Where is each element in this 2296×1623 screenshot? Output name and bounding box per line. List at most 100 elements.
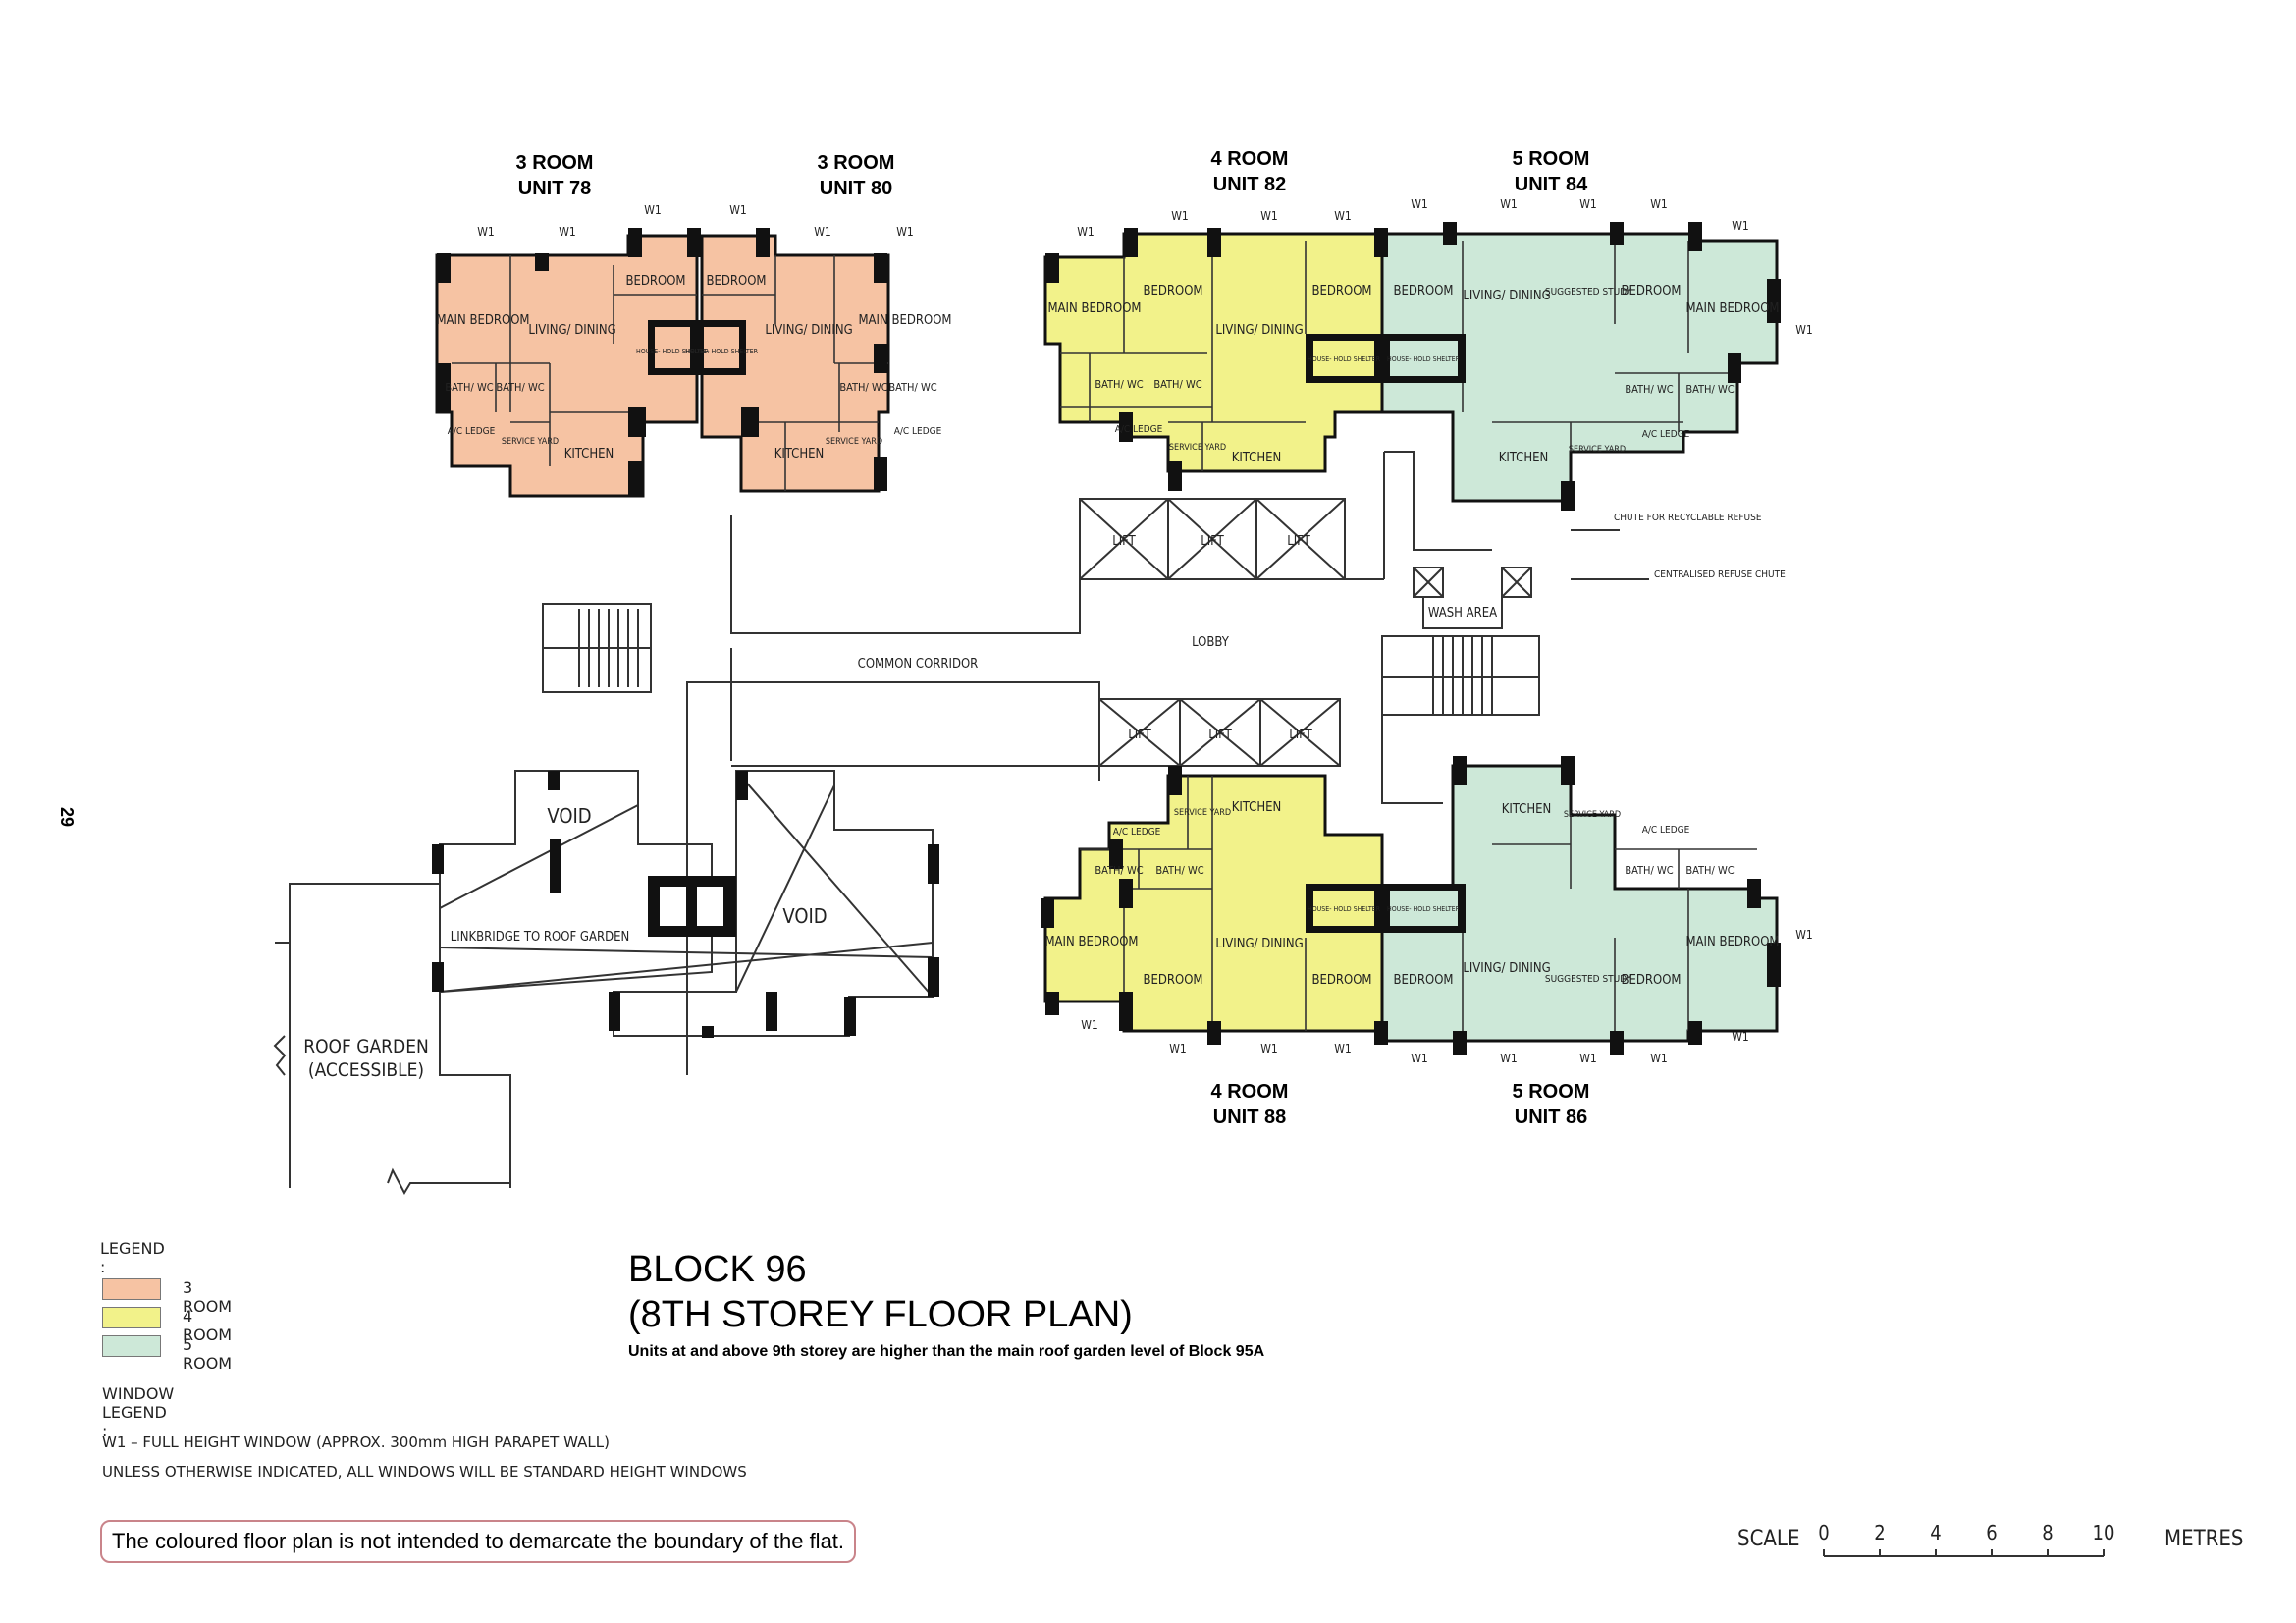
unit-88-type: 4 ROOM bbox=[1211, 1081, 1289, 1103]
unit-86-study: SUGGESTED STUDY bbox=[1545, 974, 1632, 985]
window-tag: W1 bbox=[1795, 323, 1813, 337]
lift-label: LIFT bbox=[1201, 534, 1224, 549]
window-tag: W1 bbox=[1795, 928, 1813, 942]
scale-bar: SCALE 0 2 4 6 8 10 METRES bbox=[1737, 1521, 2244, 1557]
wash-area-label: WASH AREA bbox=[1428, 606, 1497, 621]
unit-80-shelter: HOUSE- HOLD SHELTER bbox=[685, 348, 759, 355]
unit-84-living-dining: LIVING/ DINING bbox=[1463, 289, 1550, 303]
unit-78-kitchen: KITCHEN bbox=[564, 447, 614, 461]
unit-88-bath-1: BATH/ WC bbox=[1095, 864, 1143, 877]
unit-88-bath-2: BATH/ WC bbox=[1155, 864, 1203, 877]
window-tag: W1 bbox=[1650, 1052, 1668, 1065]
unit-86-type: 5 ROOM bbox=[1513, 1081, 1590, 1103]
unit-78-main-bedroom: MAIN BEDROOM bbox=[436, 313, 529, 328]
window-tag: W1 bbox=[896, 225, 914, 239]
unit-80-living-dining: LIVING/ DINING bbox=[765, 323, 852, 338]
unit-88-bedroom-1: BEDROOM bbox=[1143, 973, 1202, 988]
unit-82-main-bedroom: MAIN BEDROOM bbox=[1047, 301, 1141, 316]
window-tag: W1 bbox=[1732, 1030, 1749, 1044]
structural-columns bbox=[432, 222, 1781, 1055]
unit-84-shelter: HOUSE- HOLD SHELTER bbox=[1387, 355, 1461, 363]
household-shelters bbox=[648, 320, 1466, 933]
window-tag: W1 bbox=[1500, 1052, 1518, 1065]
window-tag: W1 bbox=[644, 203, 662, 217]
disclaimer-box: The coloured floor plan is not intended … bbox=[100, 1520, 857, 1563]
window-tag: W1 bbox=[1334, 1042, 1352, 1055]
void-label-1: VOID bbox=[547, 804, 591, 828]
unit-80-type: 3 ROOM bbox=[818, 152, 895, 174]
window-tag: W1 bbox=[1171, 209, 1189, 223]
window-tag: W1 bbox=[1334, 209, 1352, 223]
window-tag: W1 bbox=[1579, 1052, 1597, 1065]
window-legend-title: WINDOW LEGEND : bbox=[102, 1384, 175, 1440]
unit-88-shelter: HOUSE- HOLD SHELTER bbox=[1308, 905, 1381, 913]
floor-plan-title: (8TH STOREY FLOOR PLAN) bbox=[628, 1294, 1133, 1335]
window-legend-line1: W1 – FULL HEIGHT WINDOW (APPROX. 300mm H… bbox=[102, 1434, 610, 1451]
unit-84-study: SUGGESTED STUDY bbox=[1545, 287, 1632, 298]
void-label-2: VOID bbox=[782, 904, 827, 928]
internal-partitions bbox=[452, 241, 1757, 1041]
room-labels: MAIN BEDROOM LIVING/ DINING BEDROOM KITC… bbox=[436, 274, 1779, 988]
unit-82-shelter: HOUSE- HOLD SHELTER bbox=[1308, 355, 1381, 363]
unit-84-number: UNIT 84 bbox=[1515, 174, 1588, 195]
unit-78-bedroom: BEDROOM bbox=[625, 274, 685, 289]
unit-80-bedroom: BEDROOM bbox=[706, 274, 766, 289]
legend-label-5room: 5 ROOM bbox=[183, 1335, 233, 1373]
unit-78-service-yard: SERVICE YARD bbox=[502, 437, 559, 447]
linkbridge-label: LINKBRIDGE TO ROOF GARDEN bbox=[451, 930, 630, 945]
unit-82-service-yard: SERVICE YARD bbox=[1169, 443, 1226, 453]
unit-86-bath-2: BATH/ WC bbox=[1685, 864, 1734, 877]
unit-84-bath-1: BATH/ WC bbox=[1625, 383, 1673, 396]
unit-82-bath-1: BATH/ WC bbox=[1095, 378, 1143, 391]
unit-82-type: 4 ROOM bbox=[1211, 148, 1289, 170]
unit-84-bedroom-2: BEDROOM bbox=[1621, 284, 1681, 298]
scale-unit: METRES bbox=[2164, 1527, 2244, 1551]
window-tag: W1 bbox=[1169, 1042, 1187, 1055]
unit-80-number: UNIT 80 bbox=[820, 178, 892, 199]
legend-title: LEGEND : bbox=[100, 1239, 165, 1276]
window-tag: W1 bbox=[1411, 197, 1428, 211]
unit-84-main-bedroom: MAIN BEDROOM bbox=[1685, 301, 1779, 316]
unit-86-bedroom-1: BEDROOM bbox=[1393, 973, 1453, 988]
unit-82-ac-ledge: A/C LEDGE bbox=[1115, 424, 1163, 435]
unit-78-type: 3 ROOM bbox=[516, 152, 594, 174]
window-tag: W1 bbox=[729, 203, 747, 217]
unit-82-kitchen: KITCHEN bbox=[1232, 451, 1282, 465]
unit-84-fill bbox=[1380, 232, 1779, 503]
unit-78-bath-2: BATH/ WC bbox=[496, 381, 544, 394]
window-tag: W1 bbox=[1732, 219, 1749, 233]
unit-headers: 3 ROOM UNIT 78 3 ROOM UNIT 80 4 ROOM UNI… bbox=[516, 148, 1590, 1128]
unit-82-bedroom-2: BEDROOM bbox=[1311, 284, 1371, 298]
unit-88-number: UNIT 88 bbox=[1213, 1107, 1286, 1128]
unit-86-bath-1: BATH/ WC bbox=[1625, 864, 1673, 877]
scale-tick-8: 8 bbox=[2042, 1521, 2053, 1544]
page-number: 29 bbox=[57, 807, 77, 827]
roof-garden-accessible: (ACCESSIBLE) bbox=[308, 1059, 424, 1081]
unit-80-kitchen: KITCHEN bbox=[774, 447, 825, 461]
core-block bbox=[648, 876, 736, 937]
unit-86-living-dining: LIVING/ DINING bbox=[1463, 961, 1550, 976]
window-tag: W1 bbox=[559, 225, 576, 239]
unit-88-ac-ledge: A/C LEDGE bbox=[1113, 827, 1161, 838]
legend-label-4room: 4 ROOM bbox=[183, 1307, 233, 1344]
window-tag: W1 bbox=[1579, 197, 1597, 211]
unit-fills bbox=[435, 232, 1779, 1043]
common-labels: LIFT LIFT LIFT LIFT LIFT LIFT LOBBY COMM… bbox=[303, 513, 1786, 1081]
unit-86-ac-ledge: A/C LEDGE bbox=[1642, 825, 1690, 836]
lift-label: LIFT bbox=[1289, 728, 1312, 742]
unit-82-fill bbox=[1043, 232, 1384, 473]
unit-78-number: UNIT 78 bbox=[518, 178, 591, 199]
unit-82-living-dining: LIVING/ DINING bbox=[1215, 323, 1303, 338]
unit-80-main-bedroom: MAIN BEDROOM bbox=[858, 313, 951, 328]
lobby-label: LOBBY bbox=[1192, 635, 1230, 650]
window-tag: W1 bbox=[477, 225, 495, 239]
window-tag: W1 bbox=[1260, 1042, 1278, 1055]
window-tag: W1 bbox=[1081, 1018, 1098, 1032]
lift-label: LIFT bbox=[1128, 728, 1151, 742]
scale-tick-10: 10 bbox=[2093, 1521, 2115, 1544]
window-tag: W1 bbox=[1500, 197, 1518, 211]
title-subtitle: Units at and above 9th storey are higher… bbox=[628, 1343, 1265, 1360]
unit-78-living-dining: LIVING/ DINING bbox=[528, 323, 615, 338]
scale-tick-2: 2 bbox=[1874, 1521, 1885, 1544]
